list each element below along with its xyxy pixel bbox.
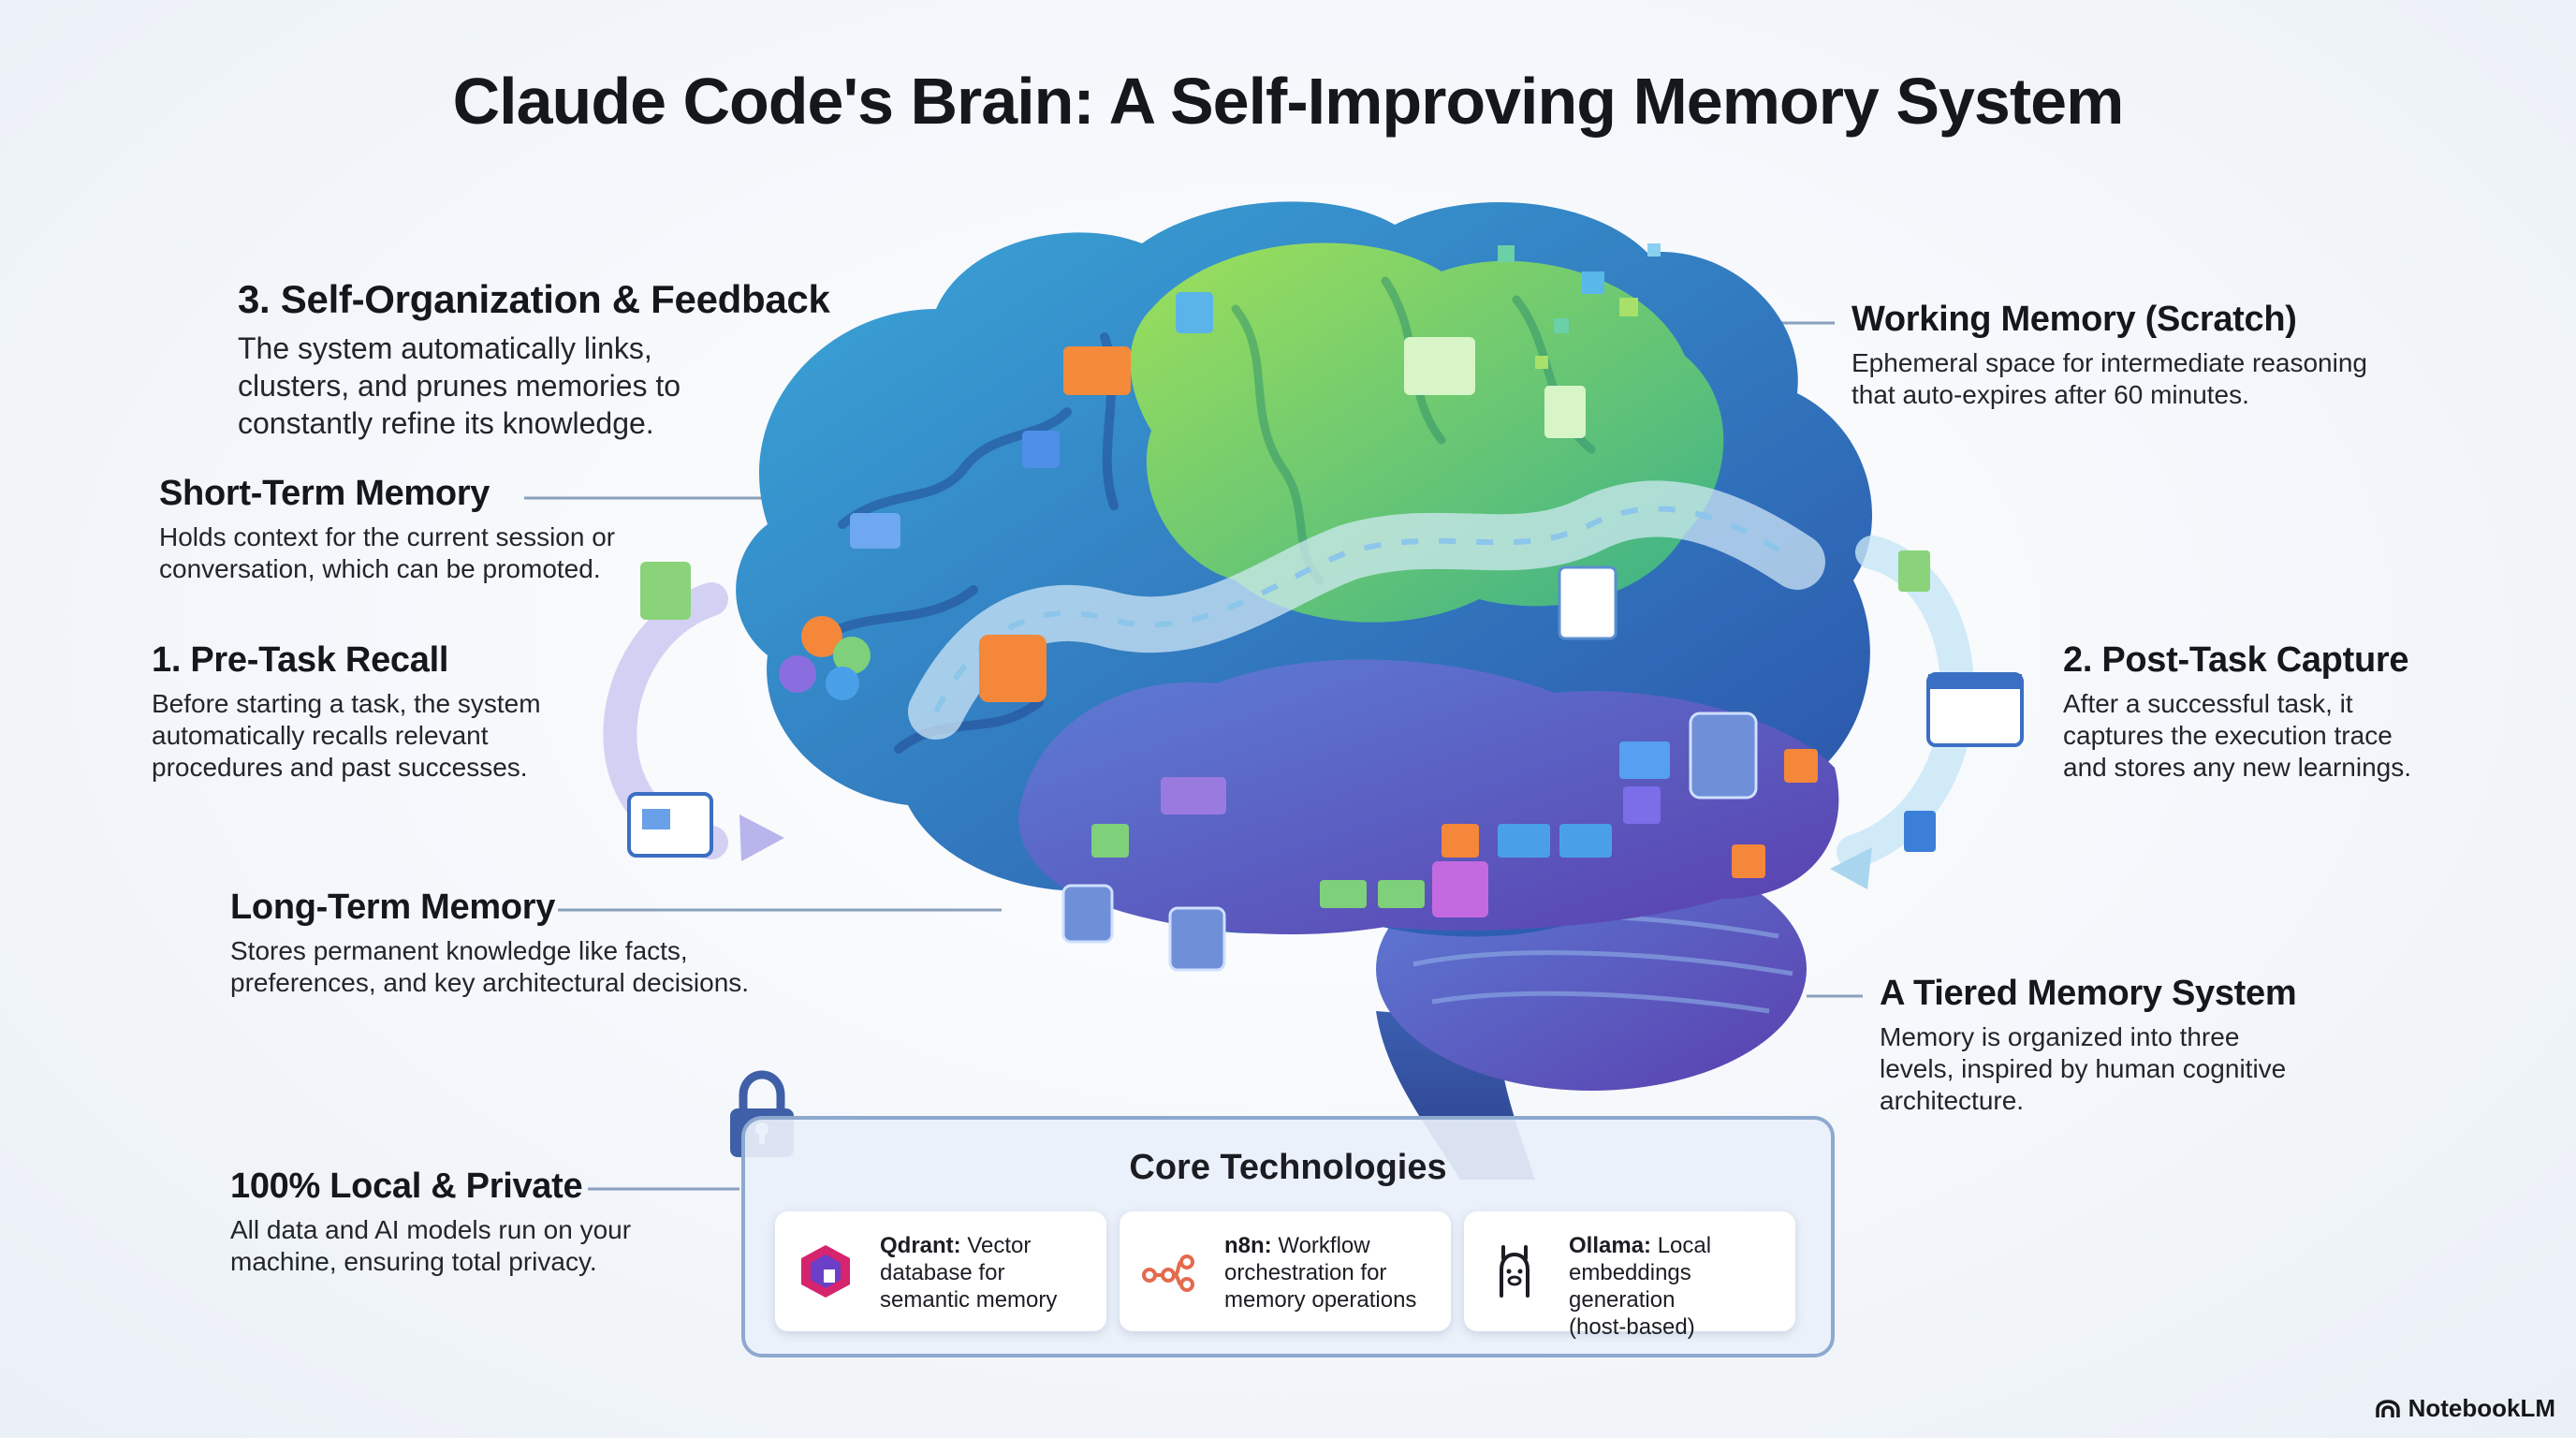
callout-title: 1. Pre-Task Recall (152, 640, 449, 680)
page-title: Claude Code's Brain: A Self-Improving Me… (452, 65, 2125, 138)
notebooklm-badge: NotebookLM (2375, 1394, 2555, 1423)
callout-title: Working Memory (Scratch) (1852, 300, 2297, 339)
callout-title: 2. Post-Task Capture (2063, 640, 2409, 680)
callout-post-task-capture: 2. Post-Task Capture After a successful … (2063, 640, 2550, 784)
callout-title: A Tiered Memory System (1880, 974, 2297, 1013)
callout-title: Long-Term Memory (230, 888, 556, 927)
qdrant-icon (801, 1245, 850, 1298)
callout-title: Short-Term Memory (159, 474, 490, 513)
callout-pre-task-recall: 1. Pre-Task Recall Before starting a tas… (152, 640, 676, 784)
callout-local-private: 100% Local & Private All data and AI mod… (230, 1167, 717, 1278)
callout-title: 100% Local & Private (230, 1167, 583, 1206)
callout-text: Holds context for the current session or… (159, 522, 616, 583)
callout-short-term-memory: Short-Term Memory Holds context for the … (159, 474, 721, 585)
callout-text: The system automatically links,clusters,… (238, 331, 681, 440)
callout-long-term-memory: Long-Term Memory Stores permanent knowle… (230, 888, 811, 999)
callout-text: Ephemeral space for intermediate reasoni… (1852, 348, 2367, 409)
notebooklm-logo-icon (2375, 1399, 2400, 1417)
ollama-icon (1500, 1245, 1530, 1298)
callout-working-memory: Working Memory (Scratch) Ephemeral space… (1852, 300, 2451, 411)
callout-title: 3. Self-Organization & Feedback (238, 277, 830, 321)
badge-text: NotebookLM (2408, 1394, 2555, 1422)
callout-text: Stores permanent knowledge like facts,pr… (230, 936, 750, 997)
callout-tiered-memory: A Tiered Memory System Memory is organiz… (1880, 974, 2404, 1117)
n8n-icon (1142, 1255, 1194, 1292)
callout-self-organization: 3. Self-Organization & Feedback The syst… (238, 277, 837, 442)
core-title: Core Technologies (1129, 1148, 1447, 1187)
